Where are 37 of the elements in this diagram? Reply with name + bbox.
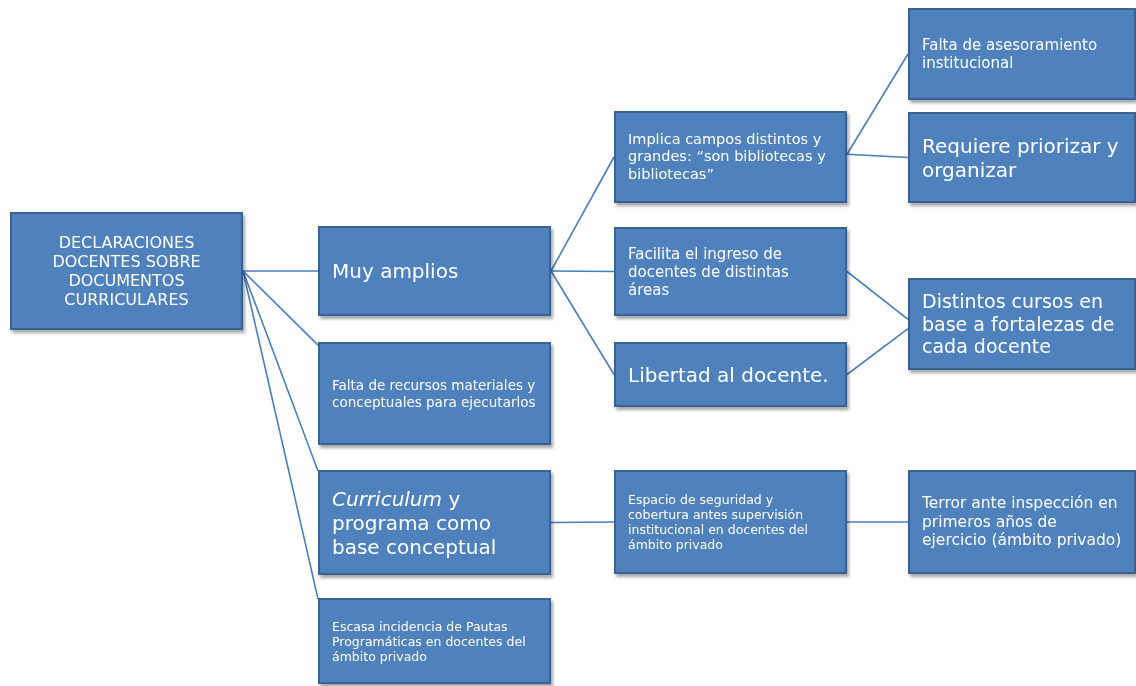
box-text: Escasa incidencia de Pautas Programáticas en docentes del ámbito privado: [332, 618, 527, 664]
process-box: [318, 226, 551, 316]
process-box: [614, 342, 847, 407]
process-box: [908, 278, 1136, 370]
box-text: Muy amplios: [332, 259, 459, 283]
box-text: Distintos cursos en base a fortalezas de cada docente: [922, 289, 1116, 359]
box-text: Falta de recursos materiales y conceptuales para ejecutarlos: [332, 377, 537, 410]
connector-line: [242, 270, 319, 272]
process-box: [614, 227, 847, 316]
connector-line: [846, 53, 909, 156]
process-box: [10, 212, 243, 330]
process-box: [318, 598, 551, 684]
box-text: Curriculum y programa como base conceptual: [332, 486, 498, 559]
connector-line: [550, 521, 615, 524]
box-text: Libertad al docente.: [628, 362, 829, 387]
box-text: Requiere priorizar y organizar: [922, 133, 1120, 182]
connector-line: [846, 521, 909, 523]
connector-line: [242, 270, 319, 346]
process-box: [318, 342, 551, 445]
connector-line: [846, 270, 909, 321]
process-box: [614, 470, 847, 574]
process-box: [908, 8, 1136, 100]
connector-line: [846, 327, 909, 376]
connector-line: [550, 270, 615, 273]
connector-line: [550, 156, 615, 272]
box-text: Terror ante inspección en primeros años de ejercicio (ámbito privado): [922, 494, 1122, 550]
box-text: DECLARACIONES DOCENTES SOBRE DOCUMENTOS CURRICULARES: [51, 232, 202, 310]
box-text: Facilita el ingreso de docentes de distintas áreas: [628, 244, 790, 299]
box-text: Falta de asesoramiento institucional: [922, 36, 1099, 72]
process-box: [318, 470, 551, 575]
connector-line: [550, 270, 615, 376]
process-box: [614, 111, 847, 203]
box-text: Implica campos distintos y grandes: “son bibliotecas y bibliotecas”: [628, 130, 827, 184]
connector-line: [846, 153, 909, 159]
process-box: [908, 470, 1136, 574]
process-box: [908, 112, 1136, 203]
box-text: Espacio de seguridad y cobertura antes supervisión institucional en docentes del ámbito privado: [628, 492, 809, 552]
